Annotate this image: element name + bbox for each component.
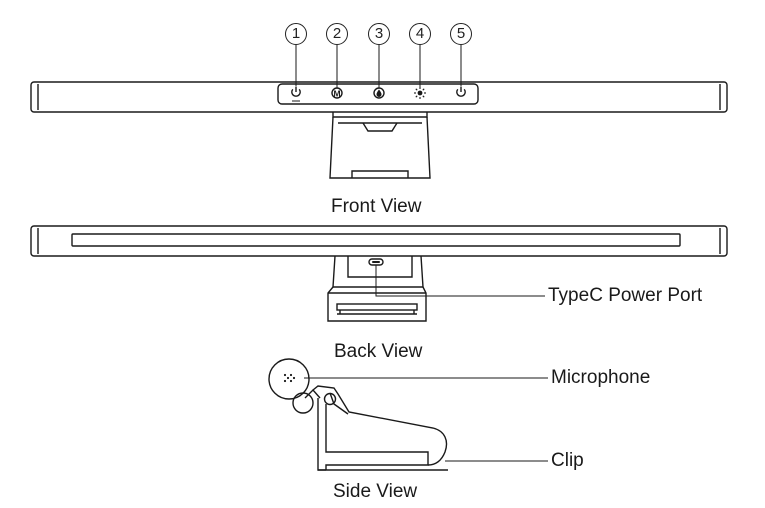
microphone-holes [283,373,296,383]
led-strip [71,233,681,247]
button-5-power-icon [456,86,466,97]
typec-port-label: TypeC Power Port [548,285,703,306]
callout-number-5: 5 [450,23,472,45]
callout-number-2: 2 [326,23,348,45]
microphone-head [268,358,310,400]
button-leader-lines [295,45,462,88]
button-2-mode-icon: M [331,87,343,99]
clip-label: Clip [551,450,584,471]
callout-number-1: 1 [285,23,307,45]
front-view-label: Front View [331,196,422,217]
front-view-drawing: M [30,45,728,179]
back-mount [327,255,427,322]
microphone-label: Microphone [551,367,651,388]
side-view-label: Side View [333,481,418,502]
back-light-bar [30,225,728,257]
mode-glyph: M [333,89,340,99]
side-clip-body [312,385,448,471]
button-1-power-icon [291,86,301,102]
control-panel [277,83,479,105]
front-mount [329,112,431,179]
side-view-drawing [268,358,548,471]
button-3-color-temperature-icon [373,87,385,99]
port-leader-line [375,265,545,297]
callout-number-4: 4 [409,23,431,45]
back-view-label: Back View [334,341,423,362]
callout-number-3: 3 [368,23,390,45]
button-4-brightness-icon [414,87,426,99]
back-view-drawing [30,225,728,322]
